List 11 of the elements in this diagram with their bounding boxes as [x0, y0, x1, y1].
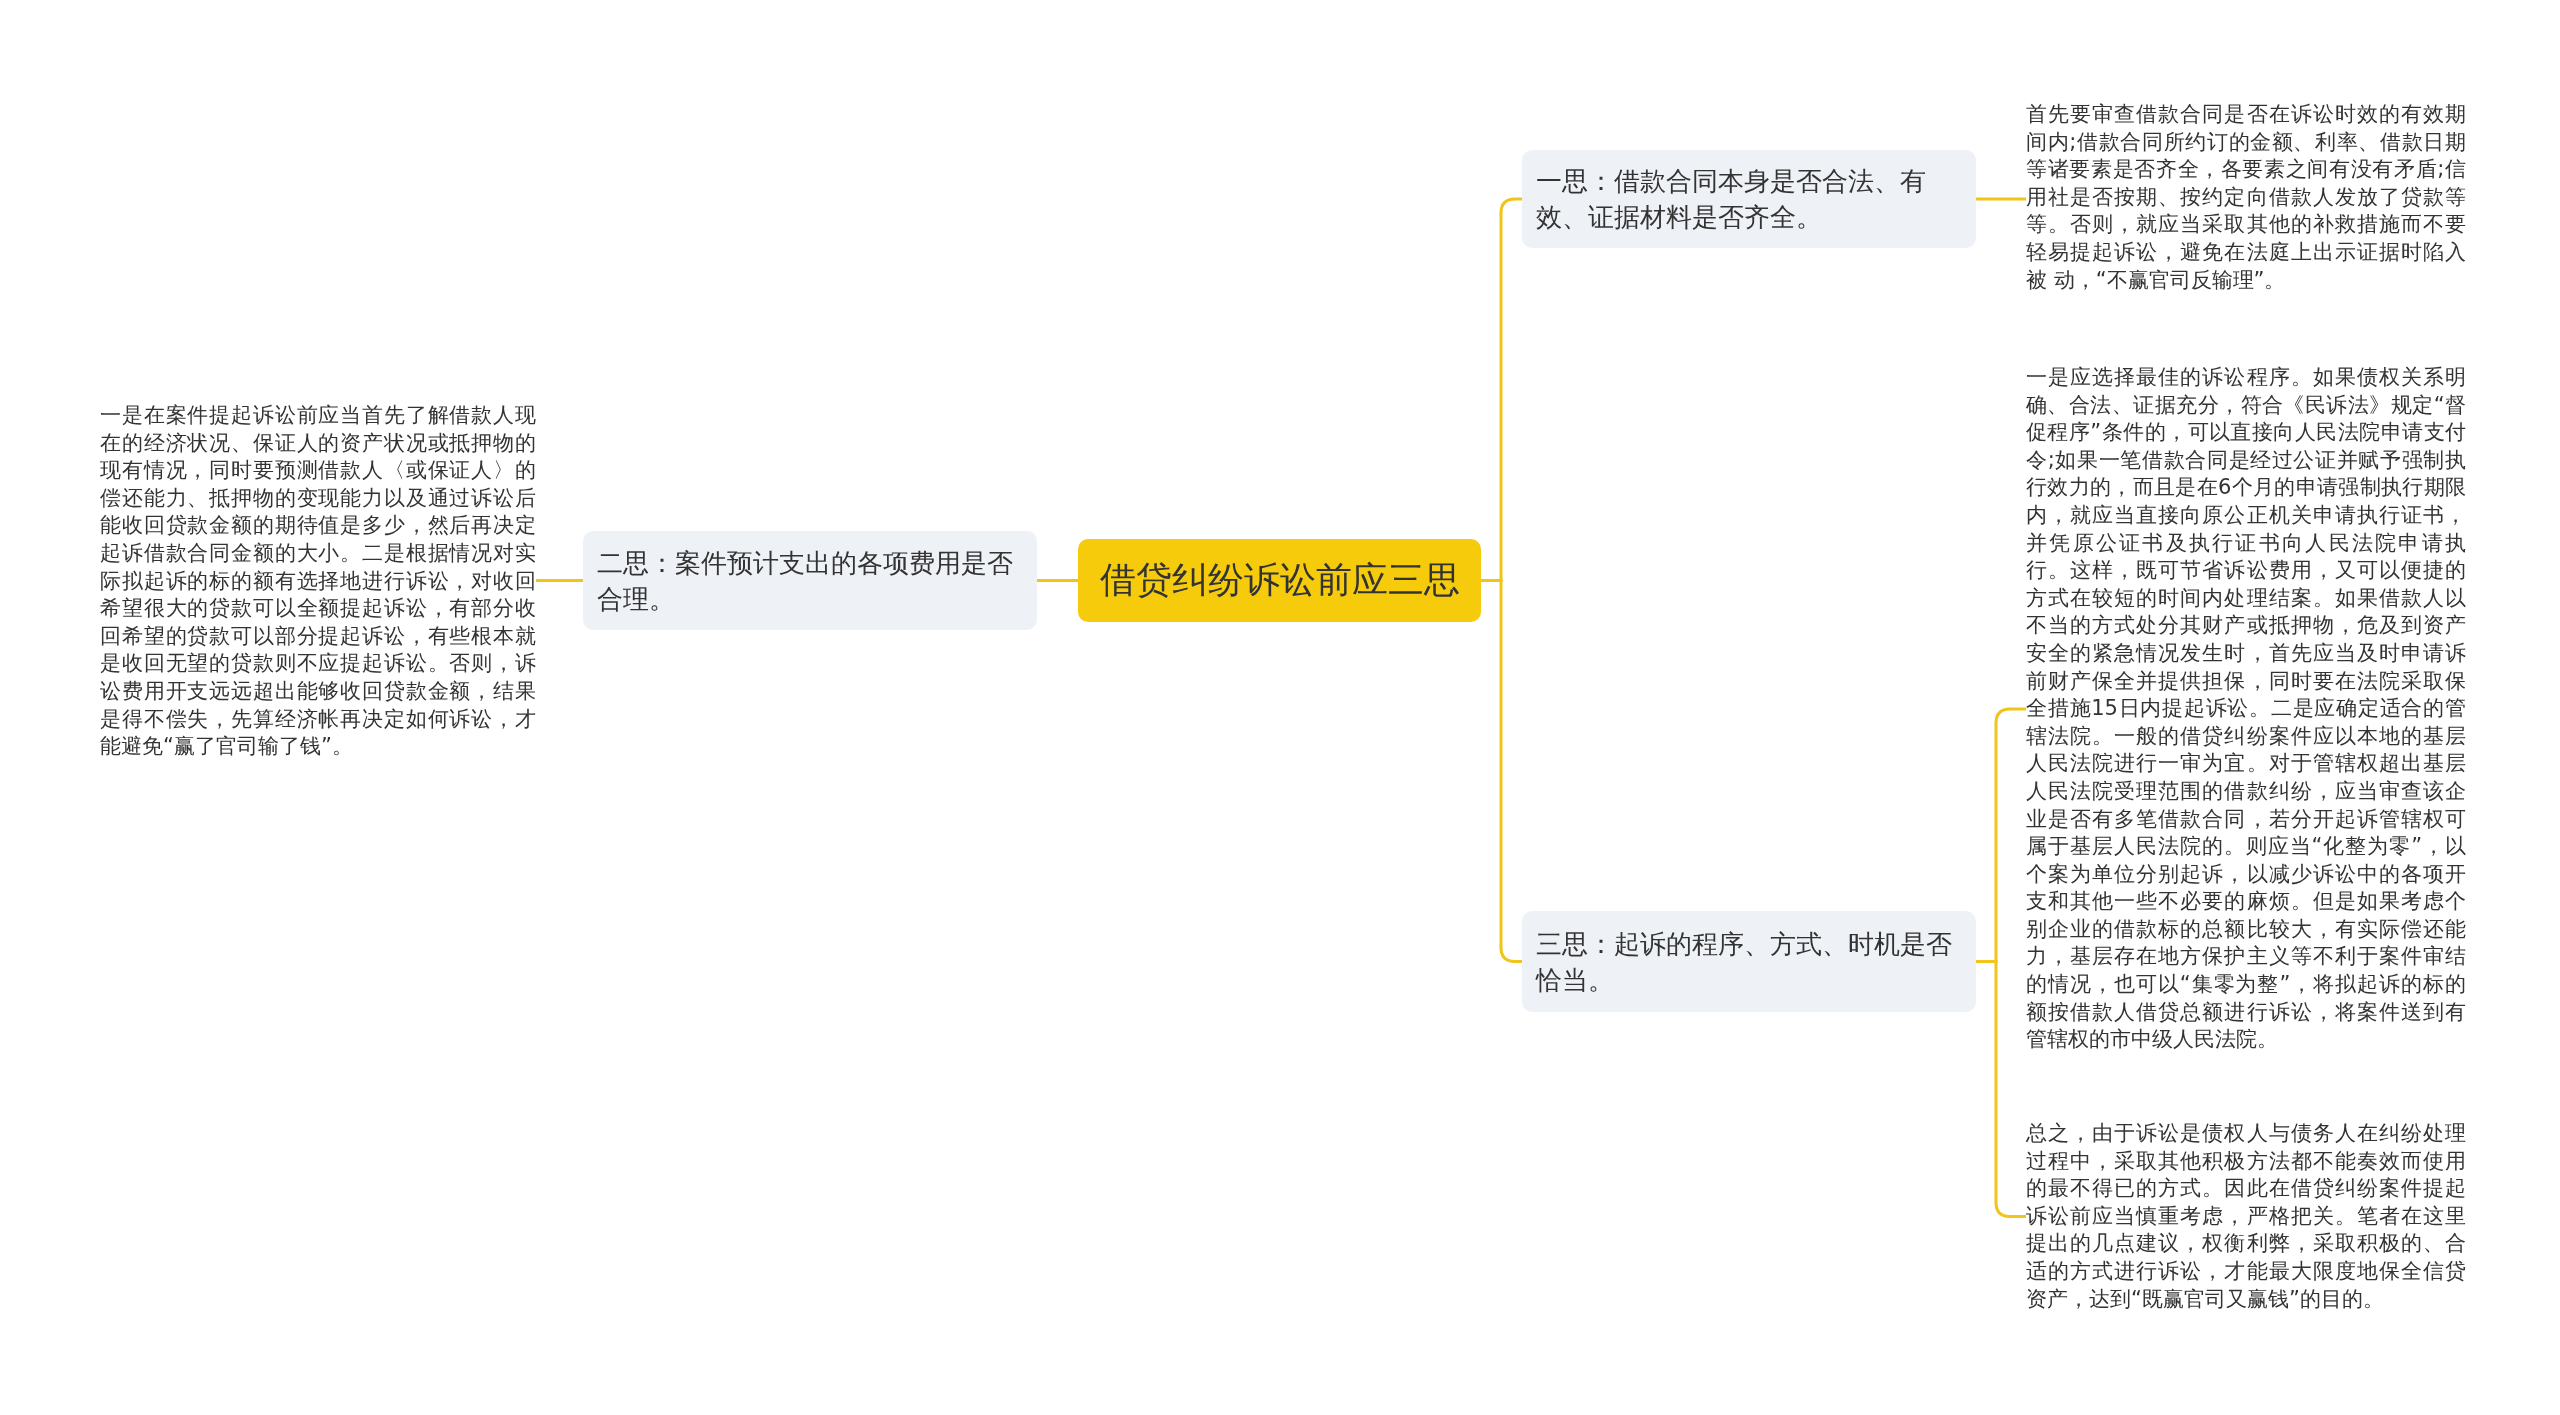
note-text: 一是应选择最佳的诉讼程序。如果债权关系明确、合法、证据充分，符合《民诉法》规定“督促程序”条件的，可以直接向人民法院申请支付令;如果一笔借款合同是经过公证并赋予强制执行效力的，而且是在6个月的申请强制执行期限内，就应当直接向原公正机关申请执行证书，并凭原公证书及执行证书向人民法院申请执行。这样，既可节省诉讼费用，又可以便捷的方式在较短的时间内处理结案。如果借款人以不当的方式处分其财产或抵押物，危及到资产安全的紧急情况发生时，首先应当及时申请诉前财产保全并提供担保，同时要在法院采取保全措施15日内提起诉讼。二是应确定适合的管辖法院。一般的借贷纠纷案件应以本地的基层人民法院进行一审为宜。对于管辖权超出基层人民法院受理范围的借款纠纷，应当审查该企业是否有多笔借款合同，若分开起诉管辖权可属于基层人民法院的。则应当“化整为零”，以个案为单位分别起诉，以减少诉讼中的各项开支和其他一些不必要的麻烦。但是如果考虑个别企业的借款标的总额比较大，有实际偿还能力，基层存在地方保护主义等不利于案件审结的情况，也可以“集零为整”，将拟起诉的标的额按借款人借贷总额进行诉讼，将案件送到有管辖权的市中级人民法院。 — [2026, 364, 2466, 1054]
connector-line — [1037, 579, 1078, 582]
connector-line — [1976, 197, 2026, 201]
note-text: 总之，由于诉讼是债权人与债务人在纠纷处理过程中，采取其他积极方法都不能奏效而使用的最不得已的方式。因此在借贷纠纷案件提起诉讼前应当慎重考虑，严格把关。笔者在这里提出的几点建议，权衡利弊，采取积极的、合适的方式进行诉讼，才能最大限度地保全信贷资产，达到“既赢官司又赢钱”的目的。 — [2026, 1120, 2466, 1314]
central-topic-box: 借贷纠纷诉讼前应三思 — [1078, 539, 1481, 622]
connector-line — [536, 579, 583, 582]
topic-box: 二思：案件预计支出的各项费用是否合理。 — [583, 531, 1037, 630]
note-text: 首先要审查借款合同是否在诉讼时效的有效期间内;借款合同所约订的金额、利率、借款日期等诸要素是否齐全，各要素之间有没有矛盾;信用社是否按期、按约定向借款人发放了贷款等等。否则，就应当采取其他的补救措施而不要轻易提起诉讼，避免在法庭上出示证据时陷入被 动，“不赢官司反输理”。 — [2026, 101, 2466, 295]
note-text: 一是在案件提起诉讼前应当首先了解借款人现在的经济状况、保证人的资产状况或抵押物的现有情况，同时要预测借款人〈或保证人〉的偿还能力、抵押物的变现能力以及通过诉讼后能收回贷款金额的期待值是多少，然后再决定起诉借款合同金额的大小。二是根据情况对实际拟起诉的标的额有选择地进行诉讼，对收回希望很大的贷款可以全额提起诉讼，有部分收回希望的贷款可以部分提起诉讼，有些根本就是收回无望的贷款则不应提起诉讼。否则，诉讼费用开支远远超出能够收回贷款金额，结果是得不偿失，先算经济帐再决定如何诉讼，才能避免“赢了官司输了钱”。 — [100, 402, 536, 761]
topic-box: 一思：借款合同本身是否合法、有效、证据材料是否齐全。 — [1522, 150, 1976, 248]
topic-box: 三思：起诉的程序、方式、时机是否恰当。 — [1522, 911, 1976, 1012]
